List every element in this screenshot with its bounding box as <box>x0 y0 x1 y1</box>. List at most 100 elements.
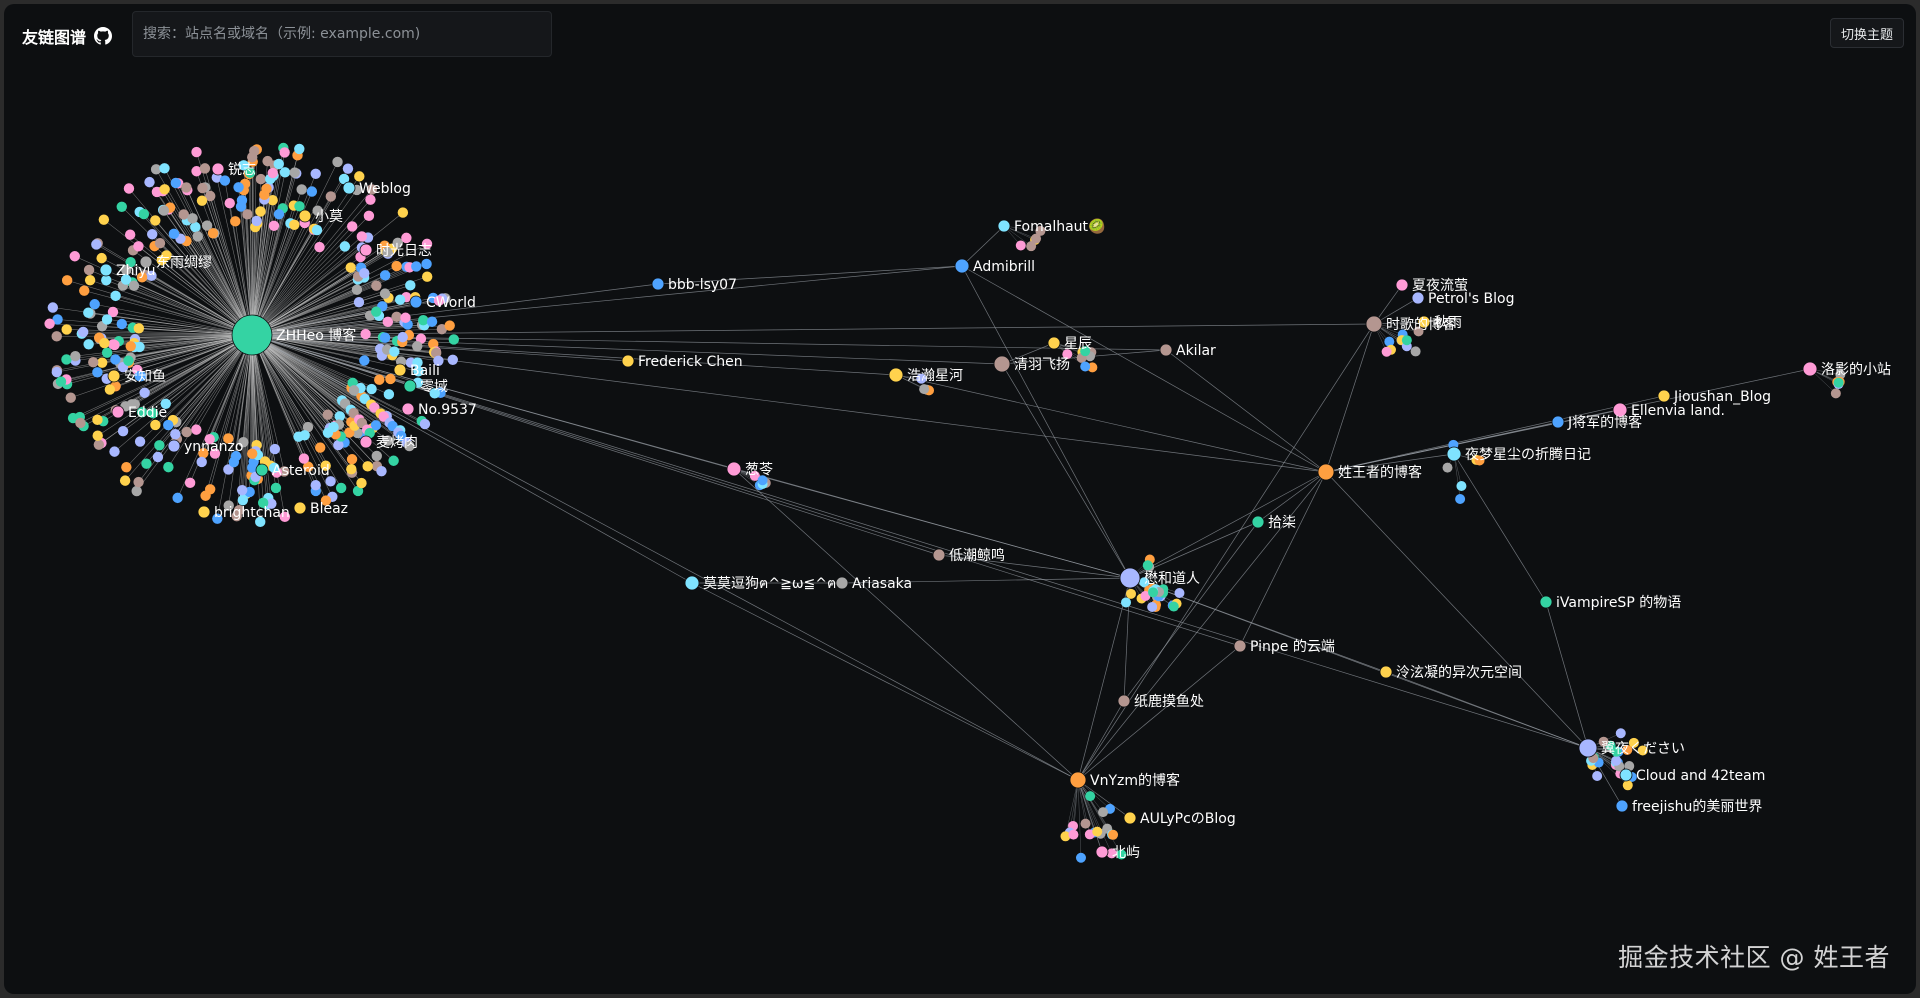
cluster-edge <box>1077 779 1112 854</box>
graph-leaf-nodes <box>44 142 1846 863</box>
leaf-node <box>244 167 256 178</box>
leaf-node <box>55 376 67 387</box>
hub-spoke <box>238 187 253 336</box>
graph-edge <box>961 265 1131 579</box>
label-zhheo: ZHHeo 博客 <box>276 327 356 344</box>
leaf-node <box>359 267 370 279</box>
leaf-node <box>1456 480 1467 491</box>
leaf-node <box>78 326 89 338</box>
hub-spoke <box>251 222 306 336</box>
node-qiuyu <box>1417 315 1431 329</box>
label-baili: Baili <box>410 363 440 379</box>
leaf-node <box>99 337 110 349</box>
leaf-node <box>1031 233 1042 244</box>
leaf-node <box>1611 746 1622 757</box>
leaf-node <box>219 175 231 186</box>
leaf-node <box>1384 336 1395 347</box>
label-lingxuan: 泠泫凝的异次元空间 <box>1396 665 1522 681</box>
hub-spoke <box>251 334 275 468</box>
label-vnyzm: VnYzm的博客 <box>1090 772 1180 789</box>
node-cloud42 <box>1619 768 1633 782</box>
leaf-node <box>351 284 363 295</box>
leaf-node <box>228 456 240 468</box>
leaf-node <box>184 477 196 489</box>
leaf-node <box>328 421 339 433</box>
label-petrol: Petrol's Blog <box>1428 291 1515 307</box>
github-icon[interactable] <box>94 27 113 45</box>
search-input[interactable] <box>132 11 552 57</box>
leaf-node <box>389 346 400 357</box>
hub-spoke <box>251 334 261 522</box>
leaf-node <box>311 224 323 236</box>
leaf-node <box>411 261 422 272</box>
hub-spoke <box>56 334 253 373</box>
hub-spoke <box>251 325 450 336</box>
leaf-node <box>121 461 132 473</box>
hub-spoke <box>251 334 336 435</box>
leaf-node <box>134 436 146 447</box>
hub-spoke <box>205 334 253 496</box>
leaf-node <box>178 209 189 220</box>
leaf-node <box>101 275 112 286</box>
leaf-node <box>117 425 129 437</box>
hub-spoke <box>241 200 253 336</box>
cluster-edge <box>1077 779 1098 832</box>
hub-spoke <box>156 191 253 336</box>
label-ivampire: iVampireSP 的物语 <box>1556 595 1681 611</box>
leaf-node <box>1598 736 1609 747</box>
hub-spoke <box>97 243 253 336</box>
leaf-node <box>92 414 103 426</box>
leaf-node <box>181 426 192 438</box>
hub-spoke <box>251 334 340 425</box>
node-cworld <box>409 295 423 309</box>
leaf-node <box>429 388 440 399</box>
leaf-node <box>1147 601 1158 612</box>
hub-spoke <box>204 187 253 336</box>
label-asteroid: Asteroid <box>272 463 330 479</box>
leaf-node <box>154 440 165 451</box>
graph-edge <box>1257 471 1327 523</box>
leaf-node <box>67 412 79 424</box>
leaf-node <box>266 498 277 509</box>
leaf-node <box>418 314 429 326</box>
hub-spoke <box>251 208 284 336</box>
leaf-node <box>359 355 370 366</box>
hub-spoke <box>251 163 280 336</box>
leaf-node <box>388 455 399 466</box>
leaf-node <box>124 229 136 240</box>
node-pinpe <box>1233 639 1247 653</box>
hub-spoke <box>251 334 268 505</box>
node-jioushan <box>1657 389 1671 403</box>
leaf-node <box>1062 349 1073 360</box>
leaf-node <box>1140 590 1151 601</box>
graph-edge <box>961 225 1005 267</box>
leaf-node <box>1060 831 1071 842</box>
leaf-node <box>255 173 267 185</box>
leaf-node <box>303 461 314 472</box>
leaf-node <box>430 347 442 359</box>
graph-edge <box>251 334 1589 749</box>
leaf-node <box>150 215 161 226</box>
label-shiguang: 时光日志 <box>376 243 432 259</box>
hub-spoke <box>251 211 261 336</box>
leaf-node <box>294 201 305 212</box>
leaf-node <box>1381 346 1392 357</box>
hub-spoke <box>251 334 272 504</box>
leaf-node <box>207 228 219 239</box>
hub-spoke <box>56 334 253 337</box>
hub-spoke <box>251 299 401 336</box>
hub-spoke <box>124 334 253 481</box>
graph-edge <box>961 265 1327 473</box>
leaf-node <box>365 194 376 205</box>
hub-spoke <box>214 334 253 454</box>
leaf-node <box>249 145 260 157</box>
leaf-node <box>121 264 132 276</box>
cluster-edge <box>1077 779 1101 834</box>
toggle-theme-button[interactable]: 切换主题 <box>1829 18 1904 48</box>
node-haoxinghe <box>888 367 904 383</box>
hub-spoke <box>251 334 336 427</box>
leaf-node <box>146 270 157 282</box>
leaf-node <box>296 184 307 195</box>
friend-link-graph[interactable]: ZHHeo 博客锐志Weblog小莫时光日志东雨绸缪CWorldZhiyu安知鱼… <box>4 4 1916 994</box>
leaf-node <box>144 176 155 188</box>
